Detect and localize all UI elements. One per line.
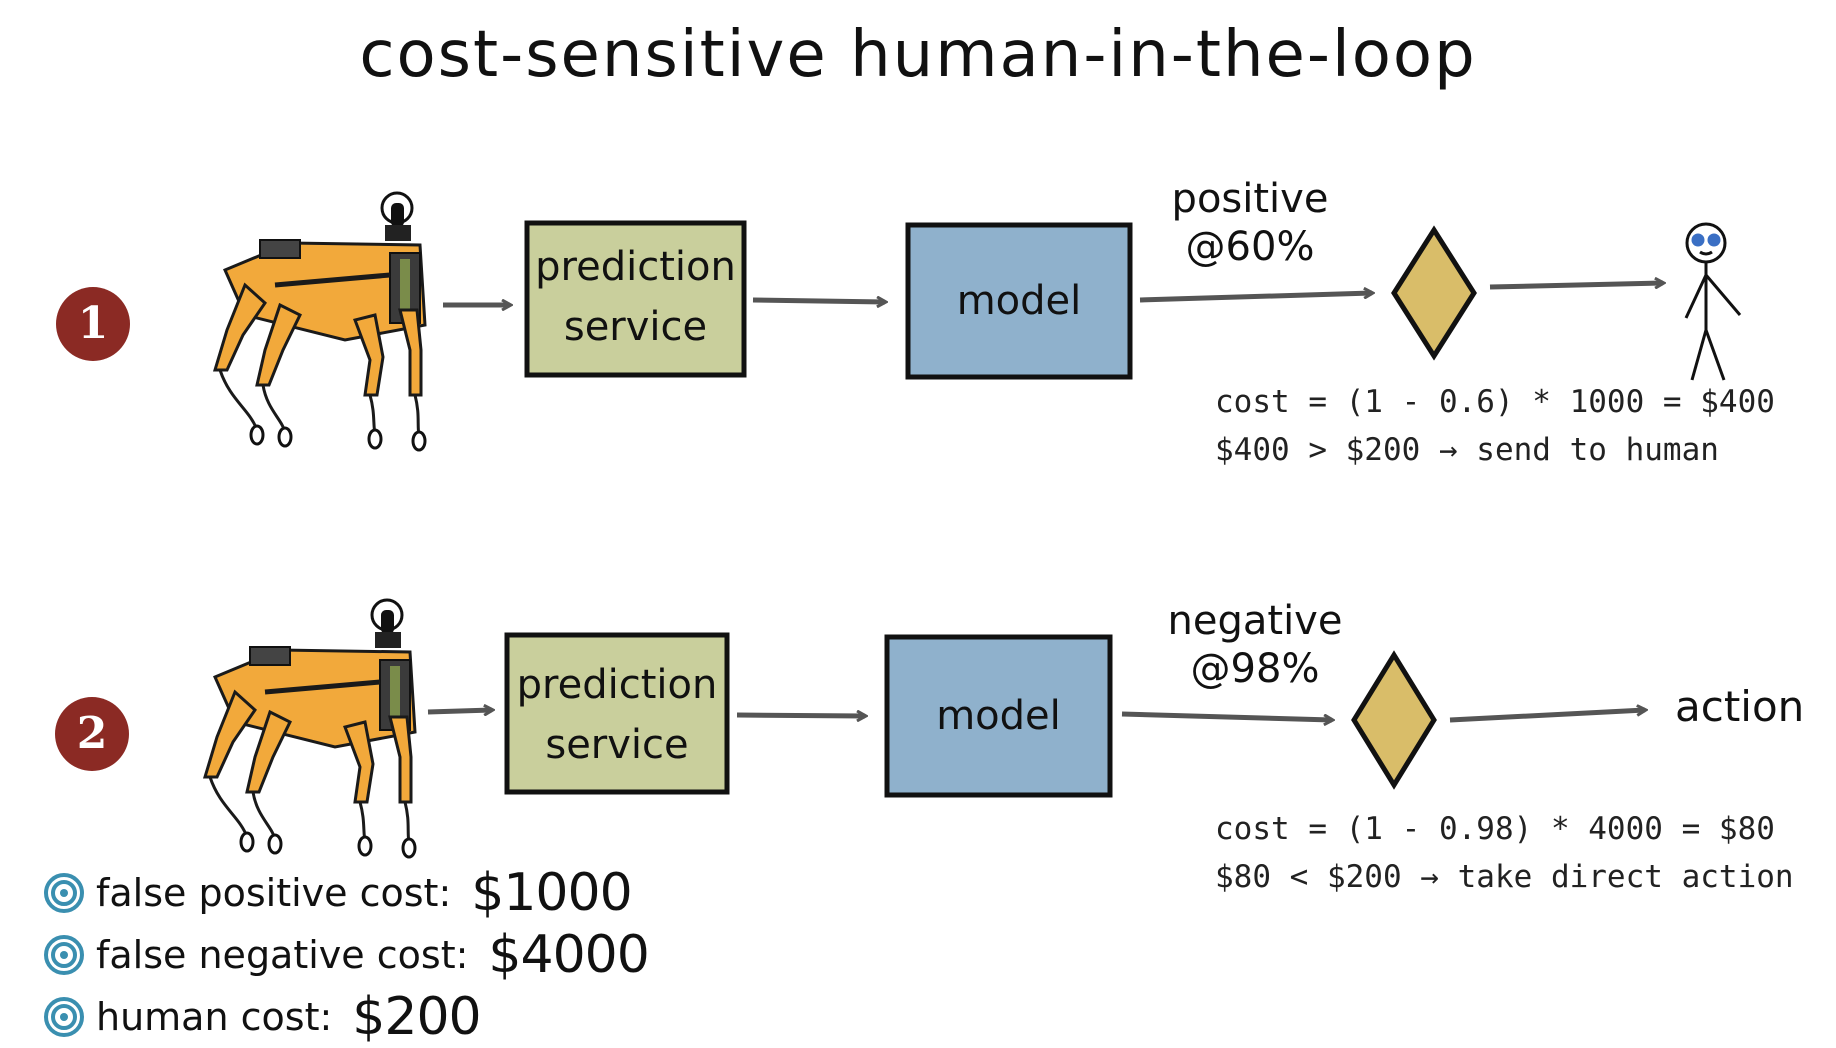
branch-label-line2: @60% — [1185, 224, 1315, 270]
cost-formula-1: cost = (1 - 0.6) * 1000 = $400 — [1215, 384, 1775, 420]
branch-label-1: positive @60% — [1160, 175, 1340, 271]
arrow-prediction-to-model-1 — [752, 300, 885, 302]
prediction-label-line1: prediction — [535, 244, 736, 290]
legend-value: $1000 — [471, 863, 632, 923]
decision-diamond-2 — [1351, 650, 1437, 790]
branch-label-line1: negative — [1167, 598, 1343, 644]
prediction-label-line2: service — [563, 304, 708, 350]
legend-item-false-positive: false positive cost: $1000 — [42, 862, 649, 924]
step-badge-2: 2 — [55, 697, 129, 771]
legend-label: false positive cost: — [96, 871, 452, 915]
arrow-decision-to-action — [1449, 710, 1645, 723]
legend-item-false-negative: false negative cost: $4000 — [42, 924, 650, 986]
prediction-service-label-1: prediction service — [527, 237, 744, 357]
spiral-bullet-icon — [44, 873, 84, 913]
arrow-robot-to-prediction-2 — [427, 710, 492, 712]
branch-label-line2: @98% — [1190, 646, 1320, 692]
arrow-model-to-decision-1 — [1139, 293, 1372, 303]
arrow-model-to-decision-2 — [1121, 711, 1332, 720]
prediction-service-box-1 — [524, 220, 747, 378]
legend-label: false negative cost: — [96, 933, 469, 977]
cost-calculation-2: cost = (1 - 0.98) * 4000 = $80 $80 < $20… — [1215, 805, 1794, 901]
arrow-decision-to-human — [1489, 283, 1663, 290]
model-box-2 — [884, 634, 1113, 798]
diagram-title: cost-sensitive human-in-the-loop — [359, 18, 1477, 92]
cost-calculation-1: cost = (1 - 0.6) * 1000 = $400 $400 > $2… — [1215, 378, 1775, 474]
model-label-2: model — [936, 693, 1061, 739]
cost-formula-2: cost = (1 - 0.98) * 4000 = $80 — [1215, 811, 1775, 847]
spiral-bullet-icon — [44, 997, 84, 1037]
cost-legend: false positive cost: $1000 false negativ… — [42, 862, 650, 1048]
prediction-service-box-2 — [504, 632, 730, 795]
model-box-1 — [905, 222, 1133, 380]
action-outcome-label: action — [1675, 682, 1805, 731]
legend-value: $200 — [352, 987, 481, 1047]
legend-value: $4000 — [488, 925, 649, 985]
step-badge-1: 1 — [56, 287, 130, 361]
prediction-label-line2: service — [545, 722, 689, 768]
prediction-service-label-2: prediction service — [507, 655, 727, 775]
model-label-1: model — [956, 278, 1082, 324]
cost-decision-2: $80 < $200 → take direct action — [1215, 859, 1794, 895]
robot-dog-icon — [205, 600, 415, 857]
cost-decision-1: $400 > $200 → send to human — [1215, 432, 1719, 468]
arrow-prediction-to-model-2 — [736, 715, 865, 716]
decision-diamond-1 — [1391, 225, 1477, 361]
legend-label: human cost: — [96, 995, 333, 1039]
robot-dog-icon — [215, 193, 425, 450]
branch-label-line1: positive — [1171, 176, 1329, 222]
stick-figure-human-icon — [1684, 222, 1742, 381]
spiral-bullet-icon — [44, 935, 84, 975]
legend-item-human-cost: human cost: $200 — [42, 986, 649, 1048]
prediction-label-line1: prediction — [516, 662, 718, 708]
branch-label-2: negative @98% — [1160, 597, 1350, 693]
